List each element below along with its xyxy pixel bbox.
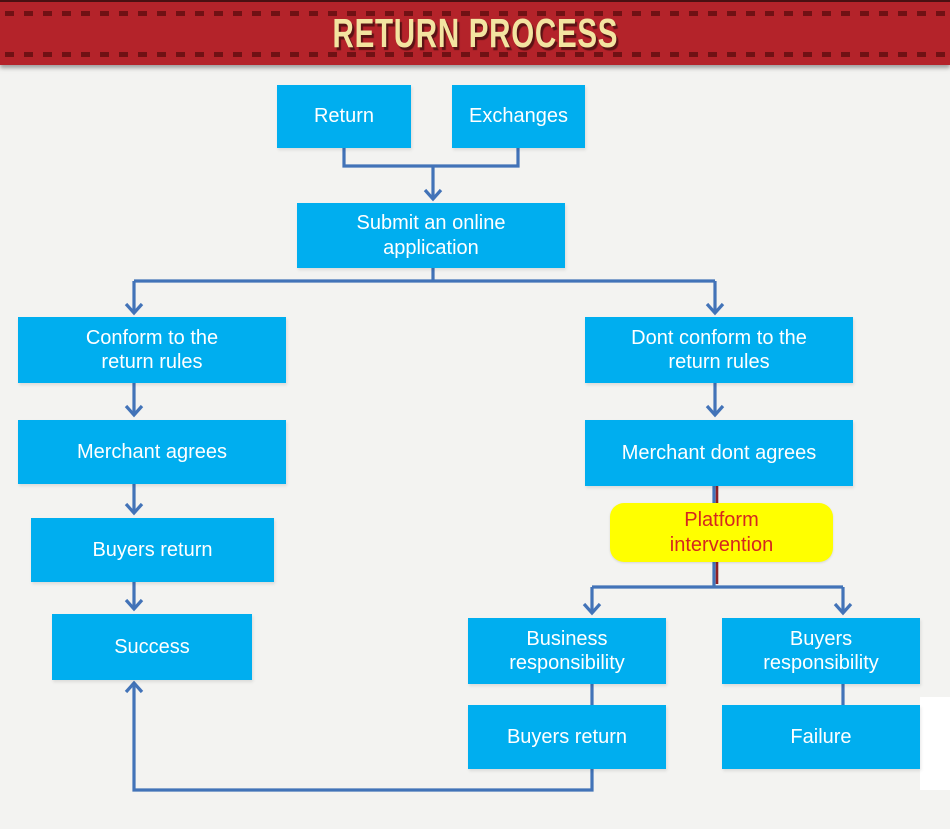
node-success-label: Success — [114, 635, 190, 658]
background-white-patch — [920, 697, 950, 790]
node-exchanges-label: Exchanges — [469, 105, 568, 128]
node-return-label: Return — [313, 105, 375, 128]
node-failure: Failure — [722, 705, 920, 769]
node-return: Return — [277, 85, 411, 148]
banner-stitch-bottom — [5, 52, 945, 57]
node-success: Success — [52, 614, 252, 680]
arrowhead-into-conform — [124, 302, 144, 316]
node-business-responsibility-label: Business responsibility — [509, 627, 625, 674]
arrowhead-into-merchant-agrees — [124, 404, 144, 418]
connector-feedback-loop — [132, 684, 594, 792]
arrowhead-into-dont-conform — [705, 302, 725, 316]
node-merchant-agrees: Merchant agrees — [18, 420, 286, 484]
banner-stitch-top — [5, 11, 945, 16]
arrowhead-into-submit — [423, 188, 443, 202]
arrowhead-into-merchant-dont-agrees — [705, 404, 725, 418]
node-business-responsibility: Business responsibility — [468, 618, 666, 684]
node-merchant-dont-agrees: Merchant dont agrees — [585, 420, 853, 486]
node-exchanges: Exchanges — [452, 85, 585, 148]
node-buyers-return-bottom-label: Buyers return — [506, 725, 628, 748]
node-merchant-agrees-label: Merchant agrees — [76, 440, 228, 463]
node-submit-application-label: Submit an online application — [356, 212, 506, 259]
arrowhead-into-success — [124, 598, 144, 612]
connector-merge-return-exchanges — [342, 148, 520, 168]
node-merchant-dont-agrees-label: Merchant dont agrees — [621, 441, 817, 464]
arrowhead-up-into-success — [124, 680, 144, 694]
node-buyers-return-left: Buyers return — [31, 518, 274, 582]
node-buyers-return-left-label: Buyers return — [92, 538, 213, 561]
page-title: RETURN PROCESS — [332, 10, 618, 56]
node-buyers-responsibility: Buyers responsibility — [722, 618, 920, 684]
node-platform-intervention: Platform intervention — [610, 503, 833, 562]
node-buyers-return-bottom: Buyers return — [468, 705, 666, 769]
banner: RETURN PROCESS — [0, 0, 950, 65]
node-conform-rules: Conform to the return rules — [18, 317, 286, 383]
node-platform-intervention-label: Platform intervention — [669, 509, 774, 556]
arrowhead-into-buyers-return-left — [124, 502, 144, 516]
node-conform-rules-label: Conform to the return rules — [85, 326, 219, 373]
arrowhead-into-business-responsibility — [582, 602, 602, 616]
node-buyers-responsibility-label: Buyers responsibility — [763, 627, 879, 674]
node-submit-application: Submit an online application — [297, 203, 565, 268]
node-dont-conform-rules-label: Dont conform to the return rules — [631, 326, 807, 373]
arrowhead-into-buyers-responsibility — [833, 602, 853, 616]
node-dont-conform-rules: Dont conform to the return rules — [585, 317, 853, 383]
node-failure-label: Failure — [790, 725, 852, 748]
